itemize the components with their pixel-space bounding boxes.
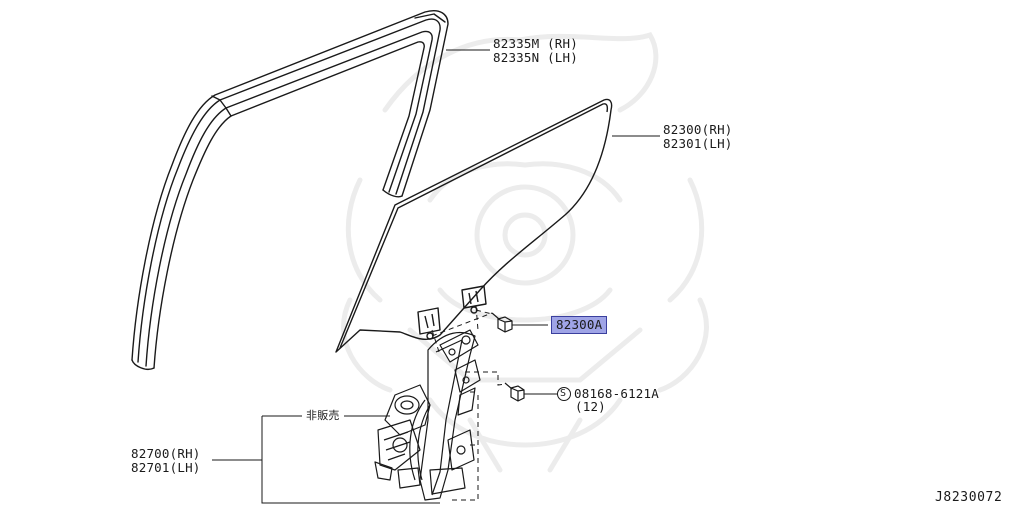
label-sash-rh: 82335M (RH) <box>493 36 578 51</box>
label-bolt-code: 08168-6121A <box>574 386 659 401</box>
leader-lines <box>212 49 660 504</box>
label-regulator-rh: 82700(RH) <box>131 446 201 461</box>
watermark-emblem <box>341 31 709 473</box>
regulator-bolt-08168 <box>504 382 525 402</box>
label-glass-rh: 82300(RH) <box>663 122 733 137</box>
label-sash-lh: 82335N (LH) <box>493 50 578 65</box>
reference-lines <box>431 305 507 501</box>
window-regulator <box>374 329 481 501</box>
label-glass-bolt-highlighted[interactable]: 82300A <box>551 316 608 334</box>
label-not-for-sale: 非販売 <box>306 409 340 422</box>
label-bolt-qty: (12) <box>575 399 606 414</box>
label-glass-lh: 82301(LH) <box>663 136 733 151</box>
glass-bolt-82300A <box>491 312 513 333</box>
door-sash-channel <box>131 10 449 370</box>
label-regulator-lh: 82701(LH) <box>131 460 201 475</box>
label-bolt-symbol: S <box>560 388 567 399</box>
standard-part-symbol <box>557 387 571 401</box>
diagram-id: J8230072 <box>935 490 1003 505</box>
